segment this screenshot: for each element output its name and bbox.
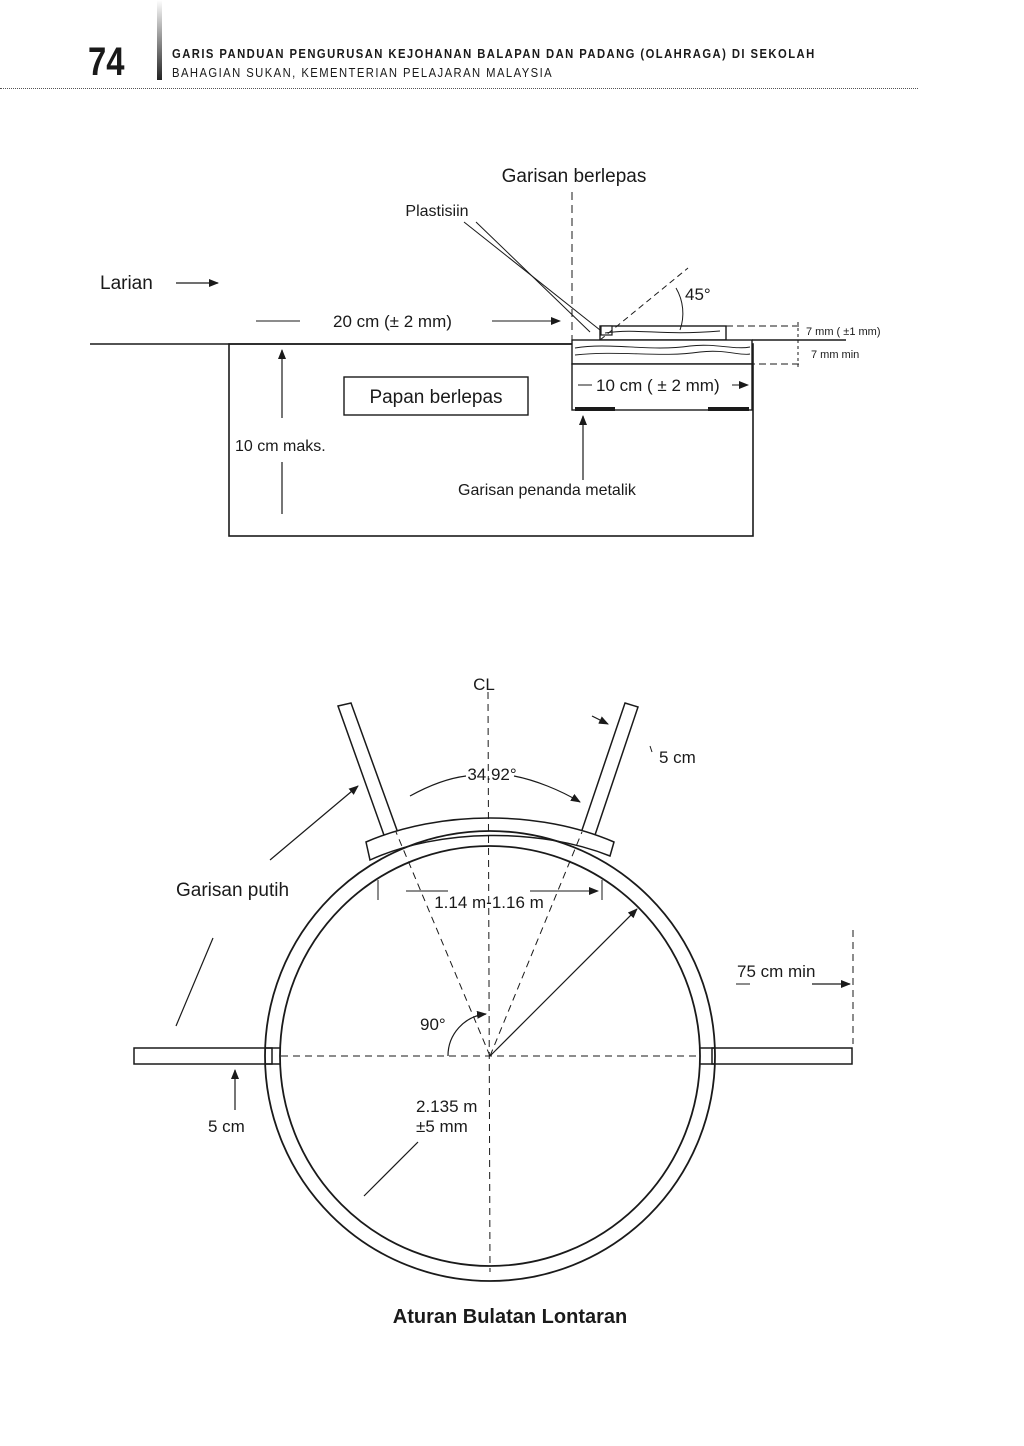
header-divider-bar xyxy=(157,0,162,80)
label-angle-45: 45° xyxy=(685,285,711,304)
radius-arrow xyxy=(489,908,638,1057)
sector-line-right xyxy=(580,702,639,839)
header-title: GARIS PANDUAN PENGURUSAN KEJOHANAN BALAP… xyxy=(172,47,816,61)
diagram-caption: Aturan Bulatan Lontaran xyxy=(393,1306,627,1328)
header-dotted-rule xyxy=(0,88,918,89)
side-line-right xyxy=(711,1047,853,1065)
label-10cm: 10 cm ( ± 2 mm) xyxy=(596,376,720,395)
label-larian: Larian xyxy=(100,273,153,294)
stop-board xyxy=(365,817,615,862)
label-radius-tolerance: ±5 mm xyxy=(416,1117,468,1136)
sector-line-left xyxy=(337,702,399,839)
label-5cm-left: 5 cm xyxy=(208,1117,245,1136)
circle-outer-ring xyxy=(264,830,716,1282)
label-garisan-berlepas: Garisan berlepas xyxy=(502,166,647,187)
pit-box xyxy=(228,343,754,537)
label-garisan-putih: Garisan putih xyxy=(176,880,289,901)
board-lower-box xyxy=(571,363,753,411)
angle-45-line xyxy=(599,267,689,341)
plasticine-notch xyxy=(600,325,613,336)
center-line-cl xyxy=(487,691,491,1273)
label-75cm-min: 75 cm min xyxy=(737,962,815,981)
circle-inner-ring xyxy=(279,845,701,1267)
takeoff-board-diagram: Garisan berlepas Plastisiin Larian 45° 2… xyxy=(90,166,880,537)
label-10cm-maks: 10 cm maks. xyxy=(235,438,326,455)
label-radius-value: 2.135 m xyxy=(416,1097,477,1116)
throwing-circle-diagram: CL 34.92° 5 cm Garisan putih 1.14 m-1.16… xyxy=(133,675,854,1328)
label-angle-90: 90° xyxy=(420,1015,446,1034)
label-7mm-min: 7 mm min xyxy=(811,349,859,361)
plasticine-leader-2 xyxy=(475,221,591,333)
label-cl: CL xyxy=(473,675,495,694)
header-subtitle: BAHAGIAN SUKAN, KEMENTERIAN PELAJARAN MA… xyxy=(172,66,554,80)
papan-berlepas-box xyxy=(343,376,529,416)
label-20cm: 20 cm (± 2 mm) xyxy=(333,312,452,331)
label-papan-berlepas: Papan berlepas xyxy=(369,387,502,408)
label-114-116: 1.14 m-1.16 m xyxy=(434,893,544,912)
label-7mm-pm: 7 mm ( ±1 mm) xyxy=(806,326,880,338)
plasticine-board xyxy=(599,325,727,341)
label-garisan-penanda: Garisan penanda metalik xyxy=(458,482,637,499)
label-plastisiin: Plastisiin xyxy=(405,203,468,220)
label-5cm-top: 5 cm xyxy=(659,748,696,767)
label-angle-3492: 34.92° xyxy=(467,765,516,784)
page-number: 74 xyxy=(88,40,125,84)
side-line-left xyxy=(133,1047,273,1065)
